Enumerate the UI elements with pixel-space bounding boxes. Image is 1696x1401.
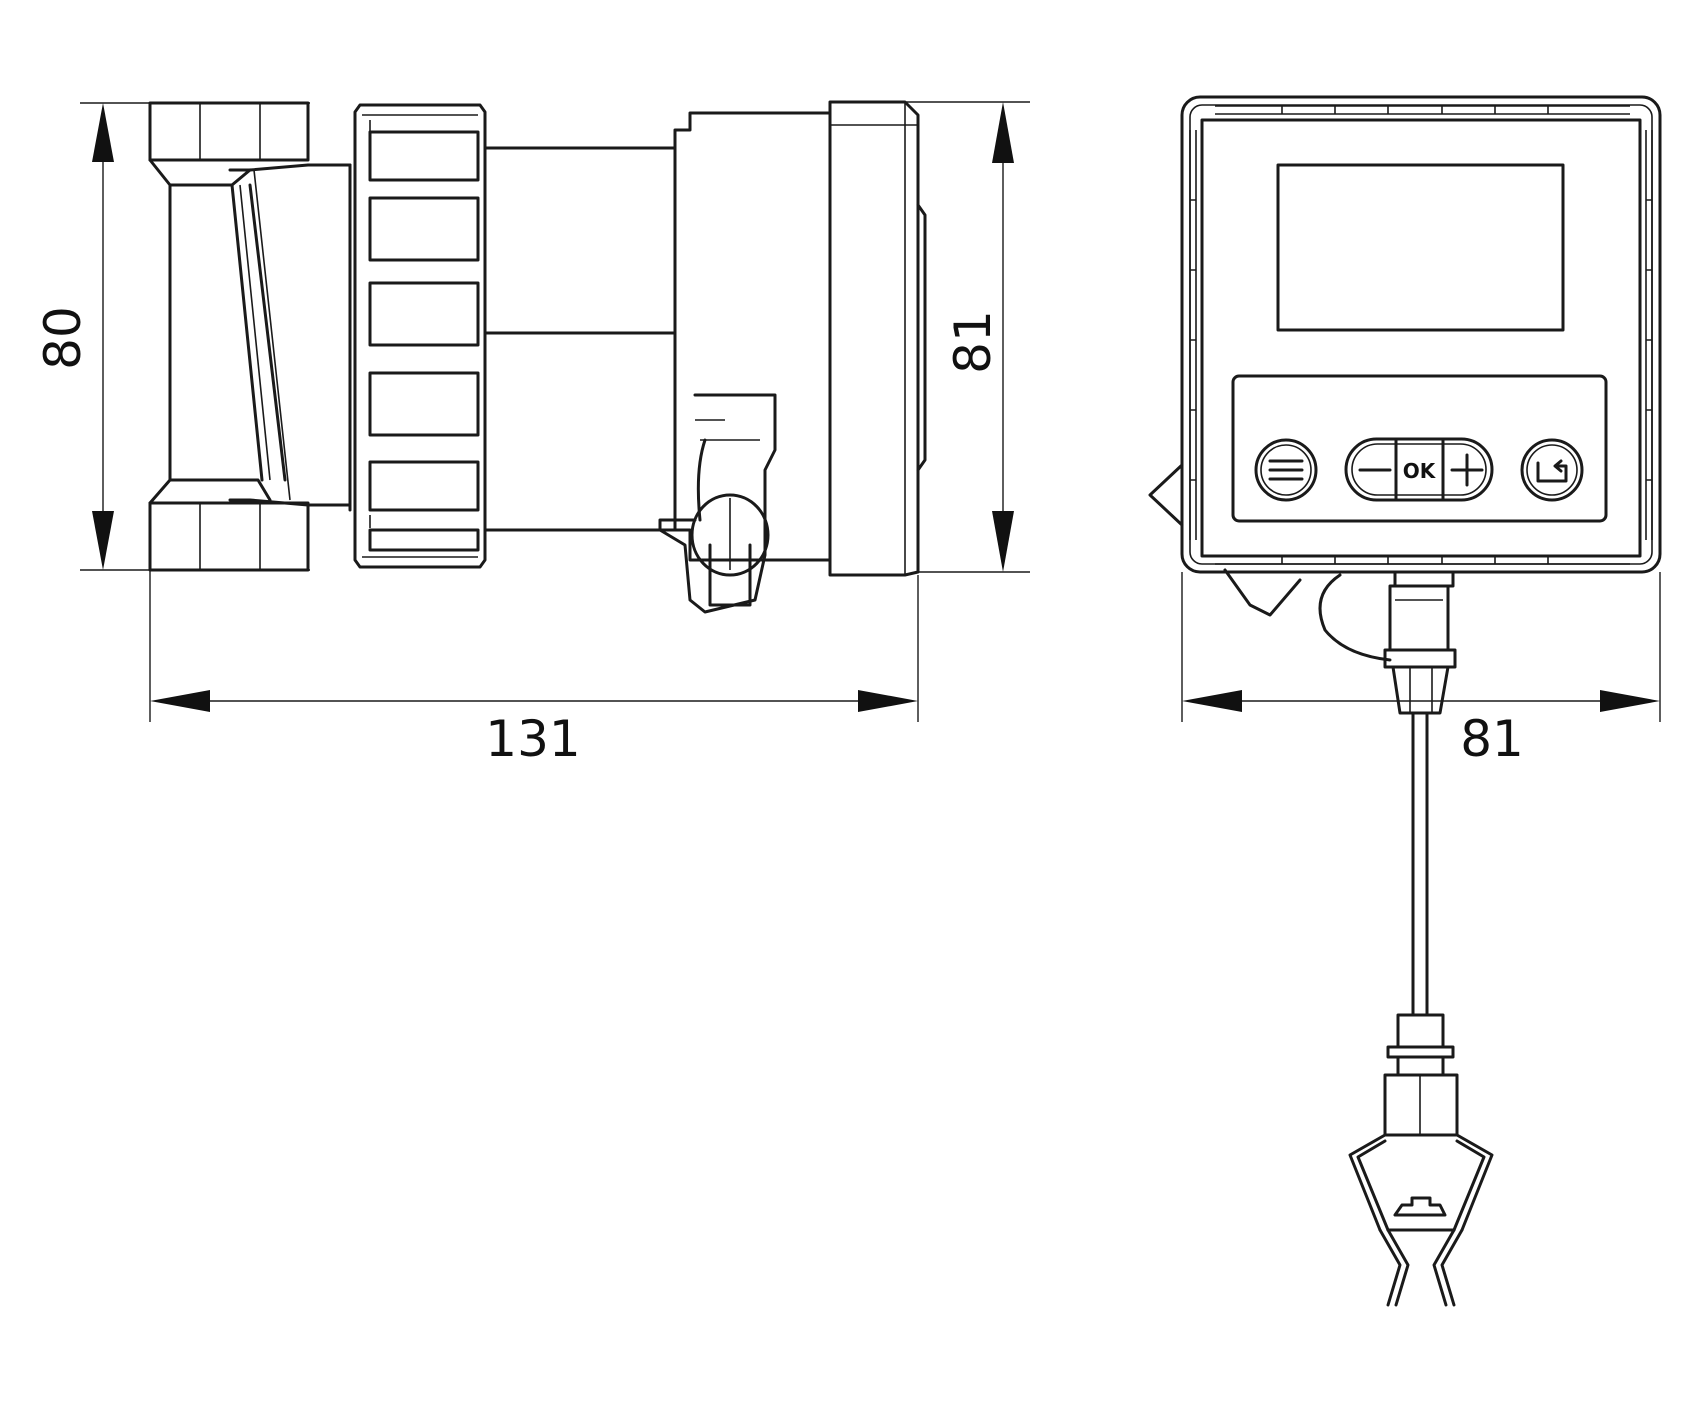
sensor-cable: [1411, 711, 1429, 1017]
temperature-sensor: [1348, 1013, 1494, 1307]
plus-button[interactable]: [1450, 453, 1484, 487]
back-arrow-icon: [1536, 459, 1568, 483]
cable-gland-front: [1318, 570, 1457, 715]
dimension-height-left: 80: [34, 102, 310, 571]
menu-icon: [1268, 459, 1304, 481]
height-label-right: 81: [944, 310, 1002, 374]
bottom-latch: [1223, 568, 1302, 617]
side-latch: [1148, 463, 1184, 527]
minus-ok-plus-rocker: [1344, 437, 1494, 502]
height-label-left: 80: [34, 306, 92, 370]
dimension-height-right: 81: [905, 101, 1030, 573]
dimension-length: 131: [149, 570, 919, 768]
menu-button[interactable]: [1254, 438, 1318, 502]
plus-icon: [1450, 453, 1484, 487]
dimension-width-front: 81: [1181, 572, 1661, 768]
length-label: 131: [485, 710, 580, 768]
front-housing: [1180, 95, 1662, 574]
control-head-side: [673, 100, 927, 577]
width-label-front: 81: [1460, 710, 1524, 768]
union-nut: [348, 103, 487, 569]
motor-housing: [483, 146, 677, 532]
pipe-fitting: [148, 101, 352, 572]
cable-gland-side: [658, 393, 777, 614]
ok-button-label: OK: [1403, 459, 1437, 483]
front-view: OK: [1148, 95, 1662, 1307]
display-screen: [1276, 163, 1565, 332]
side-view: 80 81 131: [34, 100, 1030, 768]
back-button[interactable]: [1520, 438, 1584, 502]
button-panel: [1231, 374, 1608, 523]
ok-button[interactable]: OK: [1403, 459, 1437, 483]
